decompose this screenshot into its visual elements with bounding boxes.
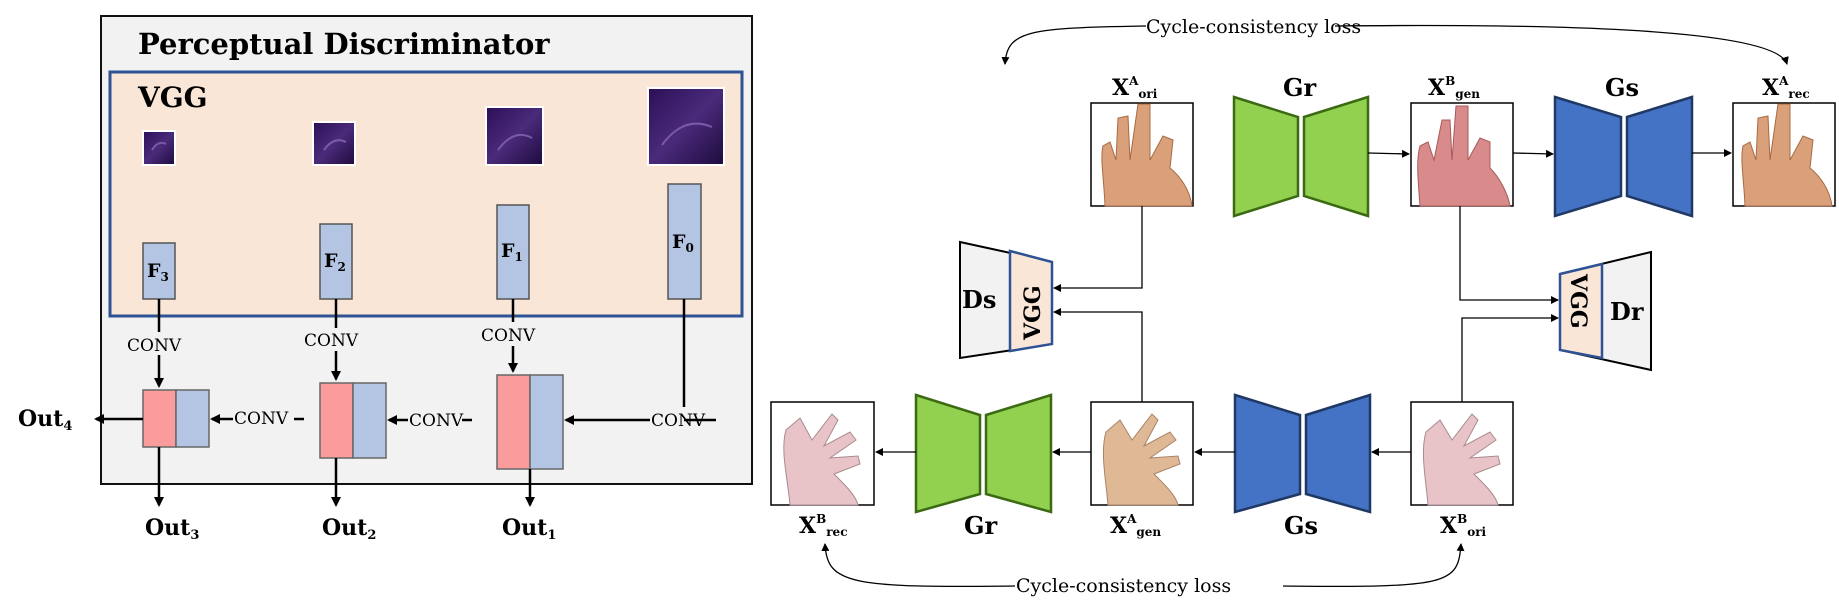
out-block-2-red [319, 382, 354, 459]
label-dr-vgg: VGG [1565, 273, 1591, 329]
label-gr-top: Gr [1283, 73, 1316, 102]
out-block-3-blue [175, 389, 210, 448]
panel-title: Perceptual Discriminator [138, 27, 550, 61]
perceptual-discriminator-panel: Perceptual Discriminator VGG F3 F2 F1 F0 [18, 15, 753, 543]
generator-gs-top [1553, 95, 1694, 218]
label-ds: Ds [962, 285, 996, 314]
feature-map-0 [647, 87, 725, 166]
image-xb-gen [1410, 102, 1514, 207]
feature-bar-f3 [142, 242, 176, 300]
conv-label-f3: CONV [127, 336, 182, 356]
cycle-loss-arc-top-right [1334, 24, 1789, 65]
conv-label-block1: CONV [409, 411, 464, 431]
image-xa-gen [1090, 401, 1194, 506]
label-gr-bottom: Gr [964, 511, 997, 540]
conv-connectors [154, 299, 686, 407]
label-gs-top: Gs [1605, 73, 1639, 102]
output-blocks [142, 374, 564, 470]
cycle-gan-panel: Cycle-consistency loss Cycle-consistency… [770, 14, 1836, 598]
label-xb-rec: XBrec [799, 512, 848, 539]
cycle-loss-arc-top-left [1005, 25, 1147, 64]
vgg-label: VGG [137, 81, 208, 114]
feature-bar-f0 [667, 183, 702, 300]
generator-gr-bottom [914, 393, 1053, 514]
cycle-loss-label-top-bg [1146, 14, 1334, 38]
feature-maps [142, 87, 725, 166]
feature-bar-f1 [496, 204, 530, 300]
output-label-3: Out3 [145, 515, 199, 543]
image-xa-ori [1090, 102, 1194, 207]
out-block-3-red [142, 389, 177, 448]
label-gs-bottom: Gs [1284, 511, 1318, 540]
image-xb-rec [770, 401, 875, 506]
label-xb-ori: XBori [1440, 512, 1487, 539]
output-label-4: Out4 [18, 406, 72, 434]
feature-label-f1: F1 [501, 240, 523, 264]
label-xb-gen: XBgen [1428, 74, 1480, 101]
output-label-1: Out1 [502, 515, 556, 543]
out-block-1-blue [529, 374, 564, 470]
out-block-2-blue [352, 382, 387, 459]
discriminator-connectors [1053, 206, 1559, 402]
conv-label-f0-horizontal: CONV [651, 411, 706, 431]
feature-label-f0: F0 [672, 231, 694, 255]
feature-label-f2: F2 [324, 250, 346, 274]
label-xa-gen: XAgen [1110, 512, 1161, 539]
vgg-box: VGG [108, 70, 744, 318]
cycle-loss-label-bottom: Cycle-consistency loss [1016, 575, 1231, 597]
top-row-arrows [1367, 149, 1732, 158]
label-ds-vgg: VGG [1020, 285, 1046, 341]
image-xa-rec [1732, 102, 1836, 207]
horizontal-connectors [94, 414, 716, 507]
label-dr: Dr [1610, 297, 1644, 326]
cycle-loss-arc-bottom-right [1281, 543, 1465, 588]
cycle-loss-arc-bottom-left [821, 543, 1016, 588]
label-xa-ori: XAori [1112, 74, 1158, 101]
discriminator-ds [959, 240, 1054, 360]
feature-map-3 [142, 130, 176, 166]
discriminator-dr [1558, 250, 1652, 372]
label-xa-rec: XArec [1762, 74, 1810, 101]
generator-gr-top [1232, 95, 1370, 218]
output-label-2: Out2 [322, 515, 376, 543]
conv-label-f1: CONV [481, 326, 536, 346]
feature-map-2 [312, 121, 356, 166]
out-block-1-red [496, 374, 531, 470]
conv-label-f2: CONV [304, 331, 359, 351]
image-xb-ori [1410, 401, 1514, 506]
generator-gs-bottom [1233, 393, 1372, 514]
cycle-loss-label-top: Cycle-consistency loss [1146, 16, 1361, 38]
conv-label-block2: CONV [234, 409, 289, 429]
feature-label-f3: F3 [147, 260, 169, 284]
cycle-loss-label-bottom-bg [1015, 574, 1283, 598]
